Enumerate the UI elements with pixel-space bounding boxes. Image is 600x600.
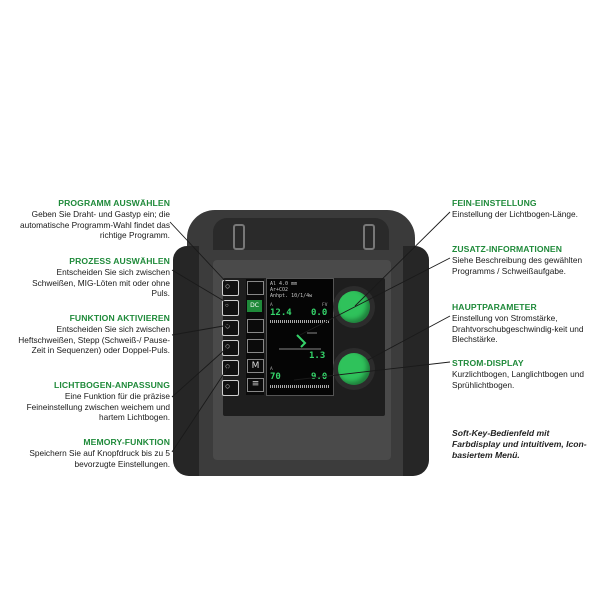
display-info-line1: Al 4.0 mm bbox=[270, 281, 298, 287]
soft-key-process[interactable]: ○ bbox=[222, 300, 239, 316]
display-label-a-top: A bbox=[270, 303, 273, 308]
arc-icon: ○ bbox=[225, 341, 231, 351]
callout-memory-funktion: MEMORY-FUNKTION Speichern Sie auf Knopfd… bbox=[18, 437, 170, 469]
display-info-line2: Ar+CO2 bbox=[270, 287, 289, 293]
callout-text: Speichern Sie auf Knopfdruck bis zu 5 be… bbox=[29, 448, 170, 469]
callout-zusatz-informationen: ZUSATZ-INFORMATIONEN Siehe Beschreibung … bbox=[452, 244, 592, 276]
memory-icon: M bbox=[247, 359, 264, 373]
display-label-fv: FV bbox=[322, 303, 328, 308]
program-select-icon bbox=[247, 281, 264, 295]
callout-title: STROM-DISPLAY bbox=[452, 358, 524, 368]
callout-hauptparameter: HAUPTPARAMETER Einstellung von Stromstär… bbox=[452, 302, 592, 345]
callout-text: Einstellung der Lichtbogen-Länge. bbox=[452, 209, 578, 220]
bumper-left bbox=[173, 246, 199, 476]
callout-title: PROGRAMM AUSWÄHLEN bbox=[58, 198, 170, 208]
display-label-a-bottom: A bbox=[270, 367, 273, 372]
soft-key-function[interactable]: ○ bbox=[222, 320, 239, 336]
display-value-top-right: 0.0 bbox=[311, 308, 328, 318]
key-icon-strip: DC M ≡ bbox=[246, 279, 264, 395]
handle-clip-right bbox=[363, 224, 375, 250]
main-parameter-knob-cap bbox=[338, 353, 370, 385]
program-icon: ○ bbox=[225, 281, 231, 291]
bumper-right bbox=[403, 246, 429, 476]
callout-title: ZUSATZ-INFORMATIONEN bbox=[452, 244, 563, 254]
callout-text: Einstellung von Stromstärke, Drahtvorsch… bbox=[452, 313, 584, 345]
callout-text: Siehe Beschreibung des gewählten Program… bbox=[452, 255, 583, 276]
display-value-top-left: 12.4 bbox=[270, 308, 292, 318]
callout-title: PROZESS AUSWÄHLEN bbox=[69, 256, 170, 266]
callout-fein-einstellung: FEIN-EINSTELLUNG Einstellung der Lichtbo… bbox=[452, 198, 592, 220]
callout-title: LICHTBOGEN-ANPASSUNG bbox=[54, 380, 170, 390]
callout-text: Entscheiden Sie sich zwischen Heftschwei… bbox=[18, 324, 170, 356]
callout-text: Kurzlichtbogen, Langlichtbogen und Sprüh… bbox=[452, 369, 584, 390]
circle-icon: ○ bbox=[225, 361, 231, 371]
callout-title: FEIN-EINSTELLUNG bbox=[452, 198, 537, 208]
caption: Soft-Key-Bedienfeld mit Farbdisplay und … bbox=[452, 428, 587, 460]
callout-text: Eine Funktion für die präzise Feineinste… bbox=[26, 391, 170, 423]
callout-title: HAUPTPARAMETER bbox=[452, 302, 537, 312]
function-icon: ○ bbox=[225, 321, 231, 331]
main-parameter-knob[interactable] bbox=[333, 348, 375, 390]
callout-text: Entscheiden Sie sich zwischen Schweißen,… bbox=[32, 267, 170, 299]
handle-clip-left bbox=[233, 224, 245, 250]
display-bar-bottom bbox=[270, 385, 330, 388]
callout-text: Geben Sie Draht- und Gastyp ein; die aut… bbox=[19, 209, 170, 241]
soft-key-menu[interactable]: ○ bbox=[222, 380, 239, 396]
soft-key-memory[interactable]: ○ bbox=[222, 360, 239, 376]
torch-graphic-icon bbox=[279, 332, 321, 350]
callout-prozess-auswaehlen: PROZESS AUSWÄHLEN Entscheiden Sie sich z… bbox=[18, 256, 170, 299]
callout-title: FUNKTION AKTIVIEREN bbox=[69, 313, 170, 323]
display-value-bottom-left: 70 bbox=[270, 372, 281, 382]
callout-strom-display: STROM-DISPLAY Kurzlichtbogen, Langlichtb… bbox=[452, 358, 592, 390]
callout-funktion-aktivieren: FUNKTION AKTIVIEREN Entscheiden Sie sich… bbox=[18, 313, 170, 356]
menu-icon: ≡ bbox=[247, 378, 264, 392]
dc-icon: ○ bbox=[225, 303, 229, 309]
callout-title: MEMORY-FUNKTION bbox=[83, 437, 170, 447]
dc-icon: DC bbox=[247, 300, 262, 312]
arc-adjust-icon bbox=[247, 339, 264, 353]
function-icon bbox=[247, 319, 264, 333]
soft-key-arc[interactable]: ○ bbox=[222, 340, 239, 356]
display-info-line3: Anhpt. 10/1/4w bbox=[270, 293, 313, 299]
callout-programm-auswaehlen: PROGRAMM AUSWÄHLEN Geben Sie Draht- und … bbox=[18, 198, 170, 241]
display-bar-top bbox=[270, 320, 330, 323]
circle-icon: ○ bbox=[225, 381, 231, 391]
soft-key-program[interactable]: ○ bbox=[222, 280, 239, 296]
display-value-mid: 1.3 bbox=[309, 351, 326, 361]
callout-lichtbogen-anpassung: LICHTBOGEN-ANPASSUNG Eine Funktion für d… bbox=[18, 380, 170, 423]
